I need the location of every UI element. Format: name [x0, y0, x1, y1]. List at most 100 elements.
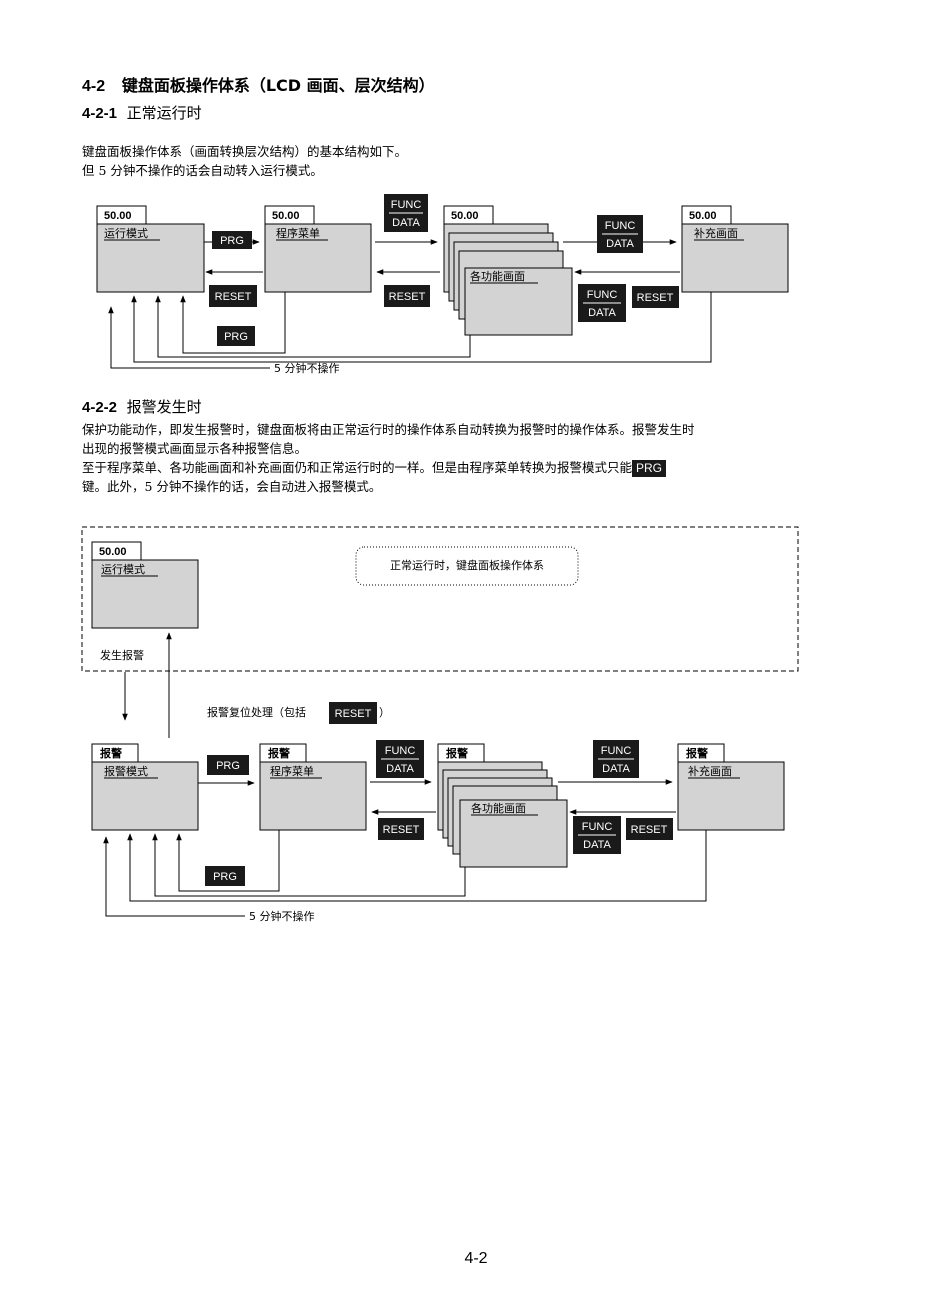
return-line — [180, 292, 286, 354]
return-line — [155, 295, 471, 358]
alarm-tab — [259, 743, 307, 763]
heading-number: 4-2-2 — [82, 399, 118, 416]
function-screens-label: 各功能画面 — [470, 269, 525, 283]
key-label: RESET — [383, 824, 420, 836]
paragraph-line: 至于程序菜单、各功能画面和补充画面仍和正常运行时的一样。但是由程序菜单转换为报警… — [82, 458, 872, 477]
run-mode-screen — [96, 223, 205, 293]
timeout-line — [108, 306, 270, 369]
key-label: FUNC — [391, 199, 422, 211]
value-label: 50.00 — [272, 210, 300, 222]
supplementary-screen — [677, 761, 785, 831]
normal-note-box — [355, 546, 579, 586]
key-label: PRG — [224, 331, 248, 343]
paragraph-text: 至于程序菜单、各功能画面和补充画面仍和正常运行时的一样。但是由程序菜单转换为报警… — [82, 460, 633, 475]
key-label: DATA — [588, 307, 616, 319]
paragraph-line: 但 5 分钟不操作的话会自动转入运行模式。 — [82, 163, 323, 178]
normal-note-label: 正常运行时，键盘面板操作体系 — [390, 558, 544, 572]
key-label: RESET — [335, 708, 372, 720]
alarm-reset-label: 报警复位处理（包括 — [207, 705, 306, 719]
key-label: DATA — [583, 839, 611, 851]
key-label: DATA — [602, 763, 630, 775]
normal-operation-frame — [81, 526, 799, 672]
key-label: RESET — [389, 291, 426, 303]
program-menu-label: 程序菜单 — [276, 226, 320, 240]
program-menu-screen — [259, 761, 367, 831]
key-label: DATA — [392, 217, 420, 229]
key-label: PRG — [220, 235, 244, 247]
return-line — [127, 830, 707, 902]
key-label: PRG — [216, 760, 240, 772]
alarm-tag: 报警 — [268, 746, 290, 760]
section-heading-4-2-1: 4-2-1 正常运行时 — [82, 102, 202, 123]
diagram-normal-operation: 50.00 运行模式 50.00 程序菜单 50.00 各功能画面 50.00 … — [96, 194, 789, 375]
alarm-tab — [677, 743, 725, 763]
key-label: FUNC — [582, 821, 613, 833]
key-prg — [207, 755, 249, 775]
return-line — [176, 830, 280, 892]
alarm-tag: 报警 — [686, 746, 708, 760]
key-prg: PRG — [632, 460, 667, 477]
value-tab — [264, 205, 315, 225]
alarm-mode-label: 报警模式 — [104, 764, 148, 778]
key-label: DATA — [386, 763, 414, 775]
supplementary-screen — [681, 223, 789, 293]
value-tab — [443, 205, 494, 225]
key-prg — [212, 231, 252, 249]
value-tab — [681, 205, 732, 225]
alarm-tag: 报警 — [100, 746, 122, 760]
heading-number: 4-2 — [82, 78, 106, 95]
alarm-tag: 报警 — [446, 746, 468, 760]
key-label: RESET — [631, 824, 668, 836]
key-prg — [205, 866, 245, 886]
heading-text: 报警发生时 — [126, 398, 202, 416]
supplementary-label: 补充画面 — [688, 764, 732, 778]
key-reset — [329, 702, 377, 724]
program-menu-screen — [264, 223, 372, 293]
key-label: RESET — [637, 292, 674, 304]
key-label: FUNC — [385, 745, 416, 757]
value-tab — [91, 541, 142, 561]
supplementary-label: 补充画面 — [694, 226, 738, 240]
section-heading-4-2: 4-2 键盘面板操作体系（LCD 画面、层次结构） — [82, 72, 435, 96]
value-label: 50.00 — [451, 210, 479, 222]
paragraph-alarm: 保护功能动作，即发生报警时，键盘面板将由正常运行时的操作体系自动转换为报警时的操… — [82, 420, 872, 496]
alarm-reset-close: ） — [379, 706, 390, 719]
timeout-line — [103, 836, 245, 917]
heading-number: 4-2-1 — [82, 105, 118, 122]
alarm-mode-screen — [91, 761, 199, 831]
alarm-tab — [437, 743, 485, 763]
heading-text: 键盘面板操作体系（LCD 画面、层次结构） — [121, 76, 435, 95]
paragraph-line: 键盘面板操作体系（画面转换层次结构）的基本结构如下。 — [82, 144, 408, 159]
run-mode-label: 运行模式 — [104, 227, 148, 240]
page-number: 4-2 — [464, 1250, 488, 1267]
key-label: PRG — [213, 871, 237, 883]
alarm-tab — [91, 743, 139, 763]
value-label: 50.00 — [689, 210, 717, 222]
paragraph-line: 键。此外，5 分钟不操作的话，会自动进入报警模式。 — [82, 479, 382, 494]
key-label: DATA — [606, 238, 634, 250]
key-reset — [632, 286, 679, 308]
paragraph-line: 保护功能动作，即发生报警时，键盘面板将由正常运行时的操作体系自动转换为报警时的操… — [82, 422, 695, 437]
timeout-label: 5 分钟不操作 — [249, 909, 315, 923]
key-prg — [217, 326, 255, 346]
key-label: RESET — [215, 291, 252, 303]
key-label: FUNC — [605, 220, 636, 232]
alarm-occurs-label: 发生报警 — [100, 648, 144, 662]
function-screen — [464, 267, 573, 336]
program-menu-label: 程序菜单 — [270, 764, 314, 778]
function-screens-label: 各功能画面 — [471, 801, 526, 815]
key-label: FUNC — [601, 745, 632, 757]
value-label: 50.00 — [99, 546, 127, 558]
value-label: 50.00 — [104, 210, 132, 222]
key-reset — [378, 818, 424, 840]
key-reset — [626, 818, 673, 840]
run-mode-screen — [91, 559, 199, 629]
value-tab — [96, 205, 147, 225]
return-line — [131, 292, 712, 363]
paragraph-line: 出现的报警模式画面显示各种报警信息。 — [82, 441, 308, 456]
run-mode-label: 运行模式 — [101, 563, 145, 576]
section-heading-4-2-2: 4-2-2 报警发生时 — [82, 396, 202, 417]
return-line — [152, 833, 466, 897]
function-screen — [459, 799, 568, 868]
key-label: FUNC — [587, 289, 618, 301]
